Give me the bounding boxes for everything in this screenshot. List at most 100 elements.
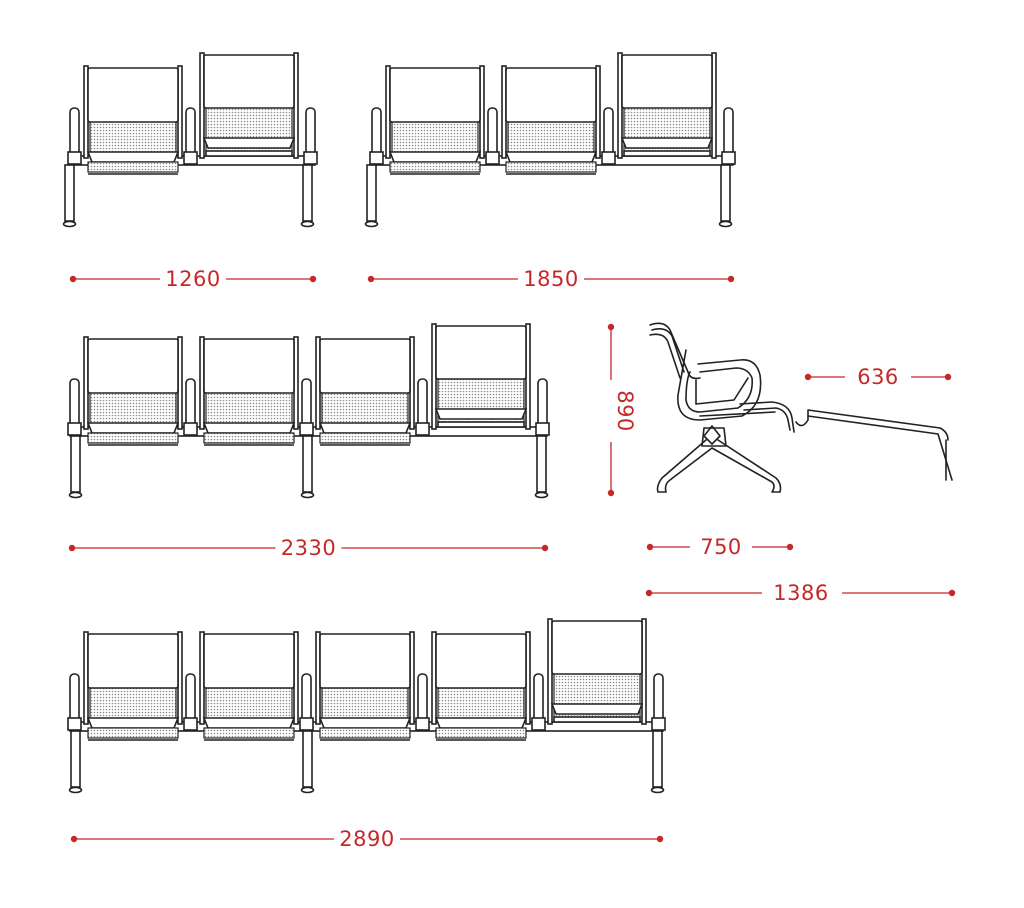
leg-foot bbox=[718, 220, 733, 228]
perforated-back bbox=[507, 119, 595, 155]
total-depth-dimension: 1386 bbox=[645, 581, 956, 605]
perforated-seat bbox=[87, 432, 179, 444]
seat bbox=[83, 336, 183, 446]
leg-foot bbox=[68, 491, 83, 499]
armrest bbox=[653, 673, 664, 725]
seat-front bbox=[86, 422, 180, 434]
side-view-chair bbox=[649, 322, 953, 493]
armrest bbox=[301, 673, 312, 725]
seat-front-folded bbox=[620, 137, 714, 149]
leg bbox=[302, 730, 313, 788]
back-cushion bbox=[621, 54, 713, 109]
leg-foot bbox=[650, 786, 665, 794]
seat-front-folded bbox=[550, 703, 644, 715]
leg bbox=[366, 164, 377, 222]
leg-foot bbox=[534, 491, 549, 499]
back-cushion bbox=[505, 67, 597, 123]
seat-folded-up bbox=[617, 52, 717, 159]
leg bbox=[652, 730, 663, 788]
dimension-endpoint bbox=[69, 275, 77, 283]
arm-bracket bbox=[67, 151, 82, 165]
beam-extension-label: 636 bbox=[857, 365, 899, 389]
seat-front bbox=[202, 717, 296, 729]
dimension-endpoint bbox=[70, 835, 78, 843]
leg bbox=[302, 164, 313, 222]
perforated-seat bbox=[87, 161, 179, 173]
seat-depth-label: 750 bbox=[700, 535, 742, 559]
dimension-endpoint bbox=[367, 275, 375, 283]
side-height-dimension: 890 bbox=[607, 323, 637, 497]
back-cushion bbox=[435, 325, 527, 380]
arm-bracket bbox=[651, 717, 666, 731]
armrest bbox=[487, 107, 498, 159]
seat-front bbox=[86, 717, 180, 729]
armrest bbox=[69, 673, 80, 725]
dimension-endpoint bbox=[309, 275, 317, 283]
arm-bracket bbox=[183, 422, 198, 436]
perforated-back bbox=[437, 685, 525, 721]
perforated-seat bbox=[505, 161, 597, 173]
back-cushion bbox=[319, 338, 411, 394]
dimension-endpoint bbox=[727, 275, 735, 283]
width-dimension-4-seat: 2330 bbox=[68, 536, 549, 560]
armrest bbox=[185, 378, 196, 430]
dimension-lines: 1260 1850 2330 2890 bbox=[68, 267, 735, 851]
back-cushion bbox=[435, 633, 527, 689]
seat bbox=[315, 631, 415, 741]
armrest bbox=[417, 378, 428, 430]
armrest bbox=[417, 673, 428, 725]
leg bbox=[536, 435, 547, 493]
perforated-seat bbox=[203, 432, 295, 444]
width-label: 1850 bbox=[523, 267, 578, 291]
front-views bbox=[62, 52, 736, 794]
width-label: 2890 bbox=[339, 827, 394, 851]
arm-bracket bbox=[721, 151, 736, 165]
seat-front bbox=[318, 422, 412, 434]
armrest bbox=[533, 673, 544, 725]
bench-5-seat bbox=[67, 618, 666, 794]
leg-foot bbox=[300, 220, 315, 228]
armrest bbox=[301, 378, 312, 430]
seat-depth-dimension: 750 bbox=[646, 535, 794, 559]
arm-bracket bbox=[299, 422, 314, 436]
width-dimension-3-seat: 1850 bbox=[367, 267, 735, 291]
armrest bbox=[371, 107, 382, 159]
arm-bracket bbox=[303, 151, 318, 165]
dimension-endpoint bbox=[656, 835, 664, 843]
seat bbox=[431, 631, 531, 741]
arm-bracket bbox=[535, 422, 550, 436]
armrest bbox=[537, 378, 548, 430]
back-cushion bbox=[551, 620, 643, 675]
dimension-endpoint bbox=[607, 489, 615, 497]
back-cushion bbox=[203, 54, 295, 109]
seat-front-folded bbox=[202, 137, 296, 149]
arm-bracket bbox=[67, 422, 82, 436]
back-cushion bbox=[319, 633, 411, 689]
seat-folded-up bbox=[199, 52, 299, 159]
dimension-endpoint bbox=[541, 544, 549, 552]
width-dimension-5-seat: 2890 bbox=[70, 827, 664, 851]
perforated-seat bbox=[203, 727, 295, 739]
total-depth-label: 1386 bbox=[773, 581, 828, 605]
armrest bbox=[305, 107, 316, 159]
perforated-seat bbox=[87, 727, 179, 739]
arm-bracket bbox=[415, 717, 430, 731]
armrest bbox=[185, 673, 196, 725]
arm-bracket bbox=[67, 717, 82, 731]
seat bbox=[501, 65, 601, 175]
seat-edge-folded bbox=[623, 150, 711, 157]
seat bbox=[83, 65, 183, 175]
seat-folded-up bbox=[547, 618, 647, 725]
perforated-back bbox=[391, 119, 479, 155]
perforated-seat bbox=[435, 727, 527, 739]
seat-edge-folded bbox=[205, 150, 293, 157]
width-label: 1260 bbox=[165, 267, 220, 291]
leg-foot bbox=[68, 786, 83, 794]
back-cushion bbox=[203, 338, 295, 394]
bench-3-seat bbox=[364, 52, 736, 228]
armrest bbox=[185, 107, 196, 159]
seat-front bbox=[504, 151, 598, 163]
perforated-back bbox=[89, 685, 177, 721]
bench-4-seat bbox=[67, 323, 550, 499]
arm-bracket bbox=[299, 717, 314, 731]
